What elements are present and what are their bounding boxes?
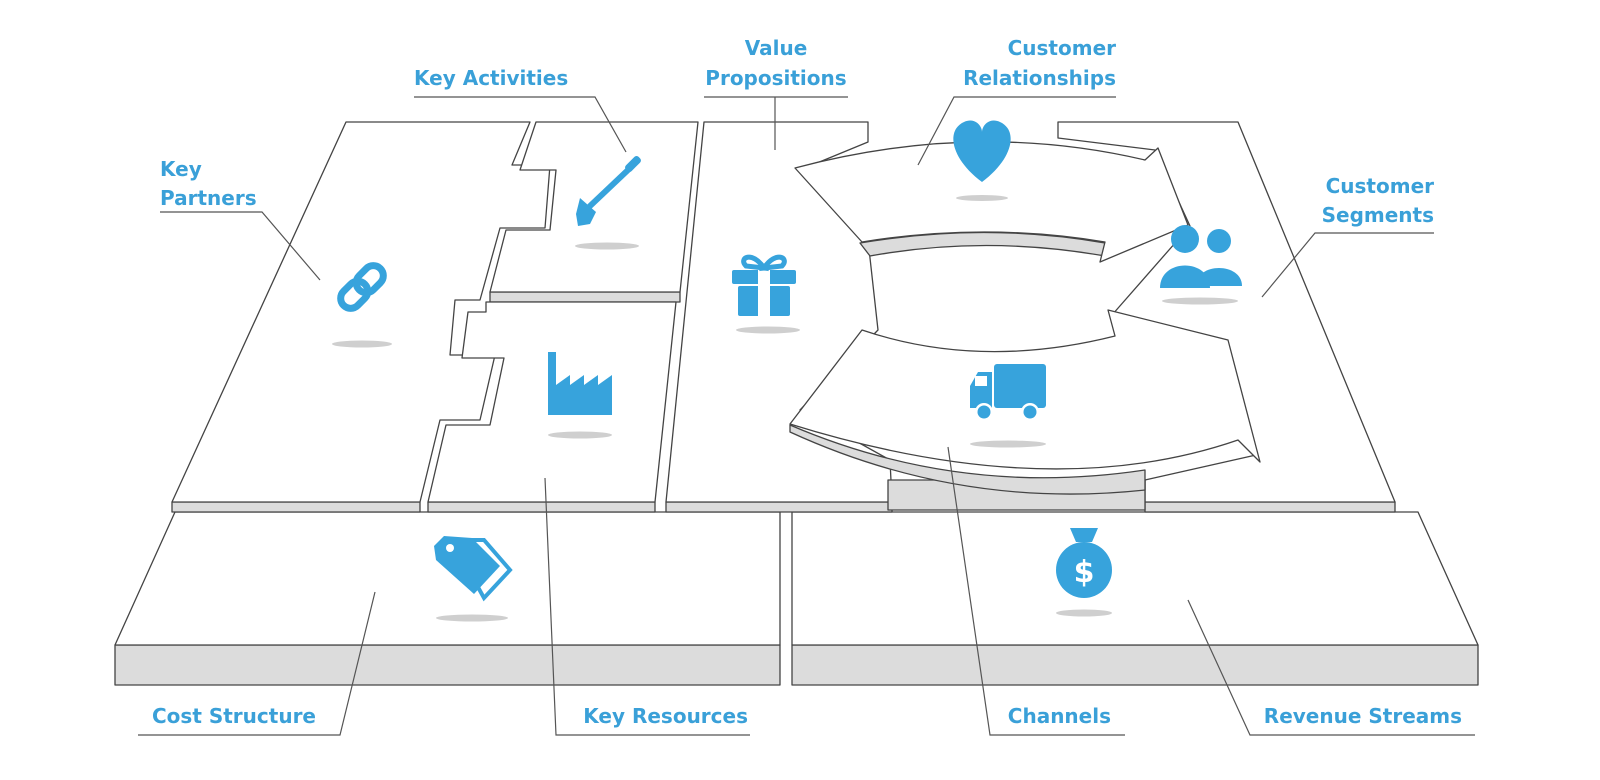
customer-relationships-leader	[917, 96, 1116, 166]
users-icon	[1160, 225, 1242, 288]
shovel-icon	[576, 156, 641, 226]
shovel-shadow	[575, 242, 639, 250]
svg-text:Partners: Partners	[160, 186, 257, 210]
svg-text:Value: Value	[745, 36, 808, 60]
heart-shadow	[956, 195, 1008, 201]
price-tags-icon	[434, 536, 513, 602]
svg-text:Segments: Segments	[1322, 203, 1434, 227]
customer-segments-leader	[1261, 232, 1434, 298]
svg-text:Customer: Customer	[1326, 174, 1435, 198]
key-partners-block	[171, 121, 551, 513]
revenue-streams-block	[791, 511, 1479, 686]
money-bag-shadow	[1056, 609, 1112, 617]
channels-leader	[947, 446, 1125, 736]
key-partners-label: Key Partners	[160, 157, 257, 210]
key-activities-label: Key Activities	[414, 66, 568, 90]
svg-text:Key: Key	[160, 157, 202, 181]
key-activities-block	[489, 121, 699, 303]
factory-icon	[548, 352, 612, 415]
heart-icon	[953, 120, 1011, 182]
svg-text:Relationships: Relationships	[963, 66, 1116, 90]
customer-relationships-label: Customer Relationships	[963, 36, 1116, 90]
revenue-streams-leader	[1187, 599, 1475, 736]
key-partners-leader	[160, 211, 321, 281]
svg-text:$: $	[1074, 555, 1095, 590]
key-resources-label: Key Resources	[583, 704, 748, 728]
price-tags-shadow	[436, 614, 508, 622]
cost-structure-label: Cost Structure	[152, 704, 316, 728]
cost-structure-block	[114, 511, 781, 686]
customer-segments-label: Customer Segments	[1322, 174, 1435, 227]
money-bag-icon: $	[1056, 528, 1112, 598]
relationships-arrow	[794, 141, 1189, 263]
chain-link-icon	[337, 262, 387, 312]
chain-link-shadow	[332, 340, 392, 348]
truck-icon	[970, 364, 1046, 421]
revenue-streams-label: Revenue Streams	[1264, 704, 1462, 728]
key-resources-leader	[544, 477, 750, 736]
customer-segments-block	[1057, 121, 1396, 513]
truck-shadow	[970, 440, 1046, 448]
users-shadow	[1162, 297, 1238, 305]
factory-shadow	[548, 431, 612, 439]
svg-text:Customer: Customer	[1008, 36, 1117, 60]
svg-text:Propositions: Propositions	[705, 66, 846, 90]
gift-icon	[732, 254, 796, 316]
value-propositions-leader	[704, 96, 848, 150]
cost-structure-leader	[138, 591, 376, 736]
channels-label: Channels	[1008, 704, 1111, 728]
gift-shadow	[736, 326, 800, 334]
value-propositions-label: Value Propositions	[705, 36, 846, 90]
key-activities-leader	[414, 96, 627, 153]
